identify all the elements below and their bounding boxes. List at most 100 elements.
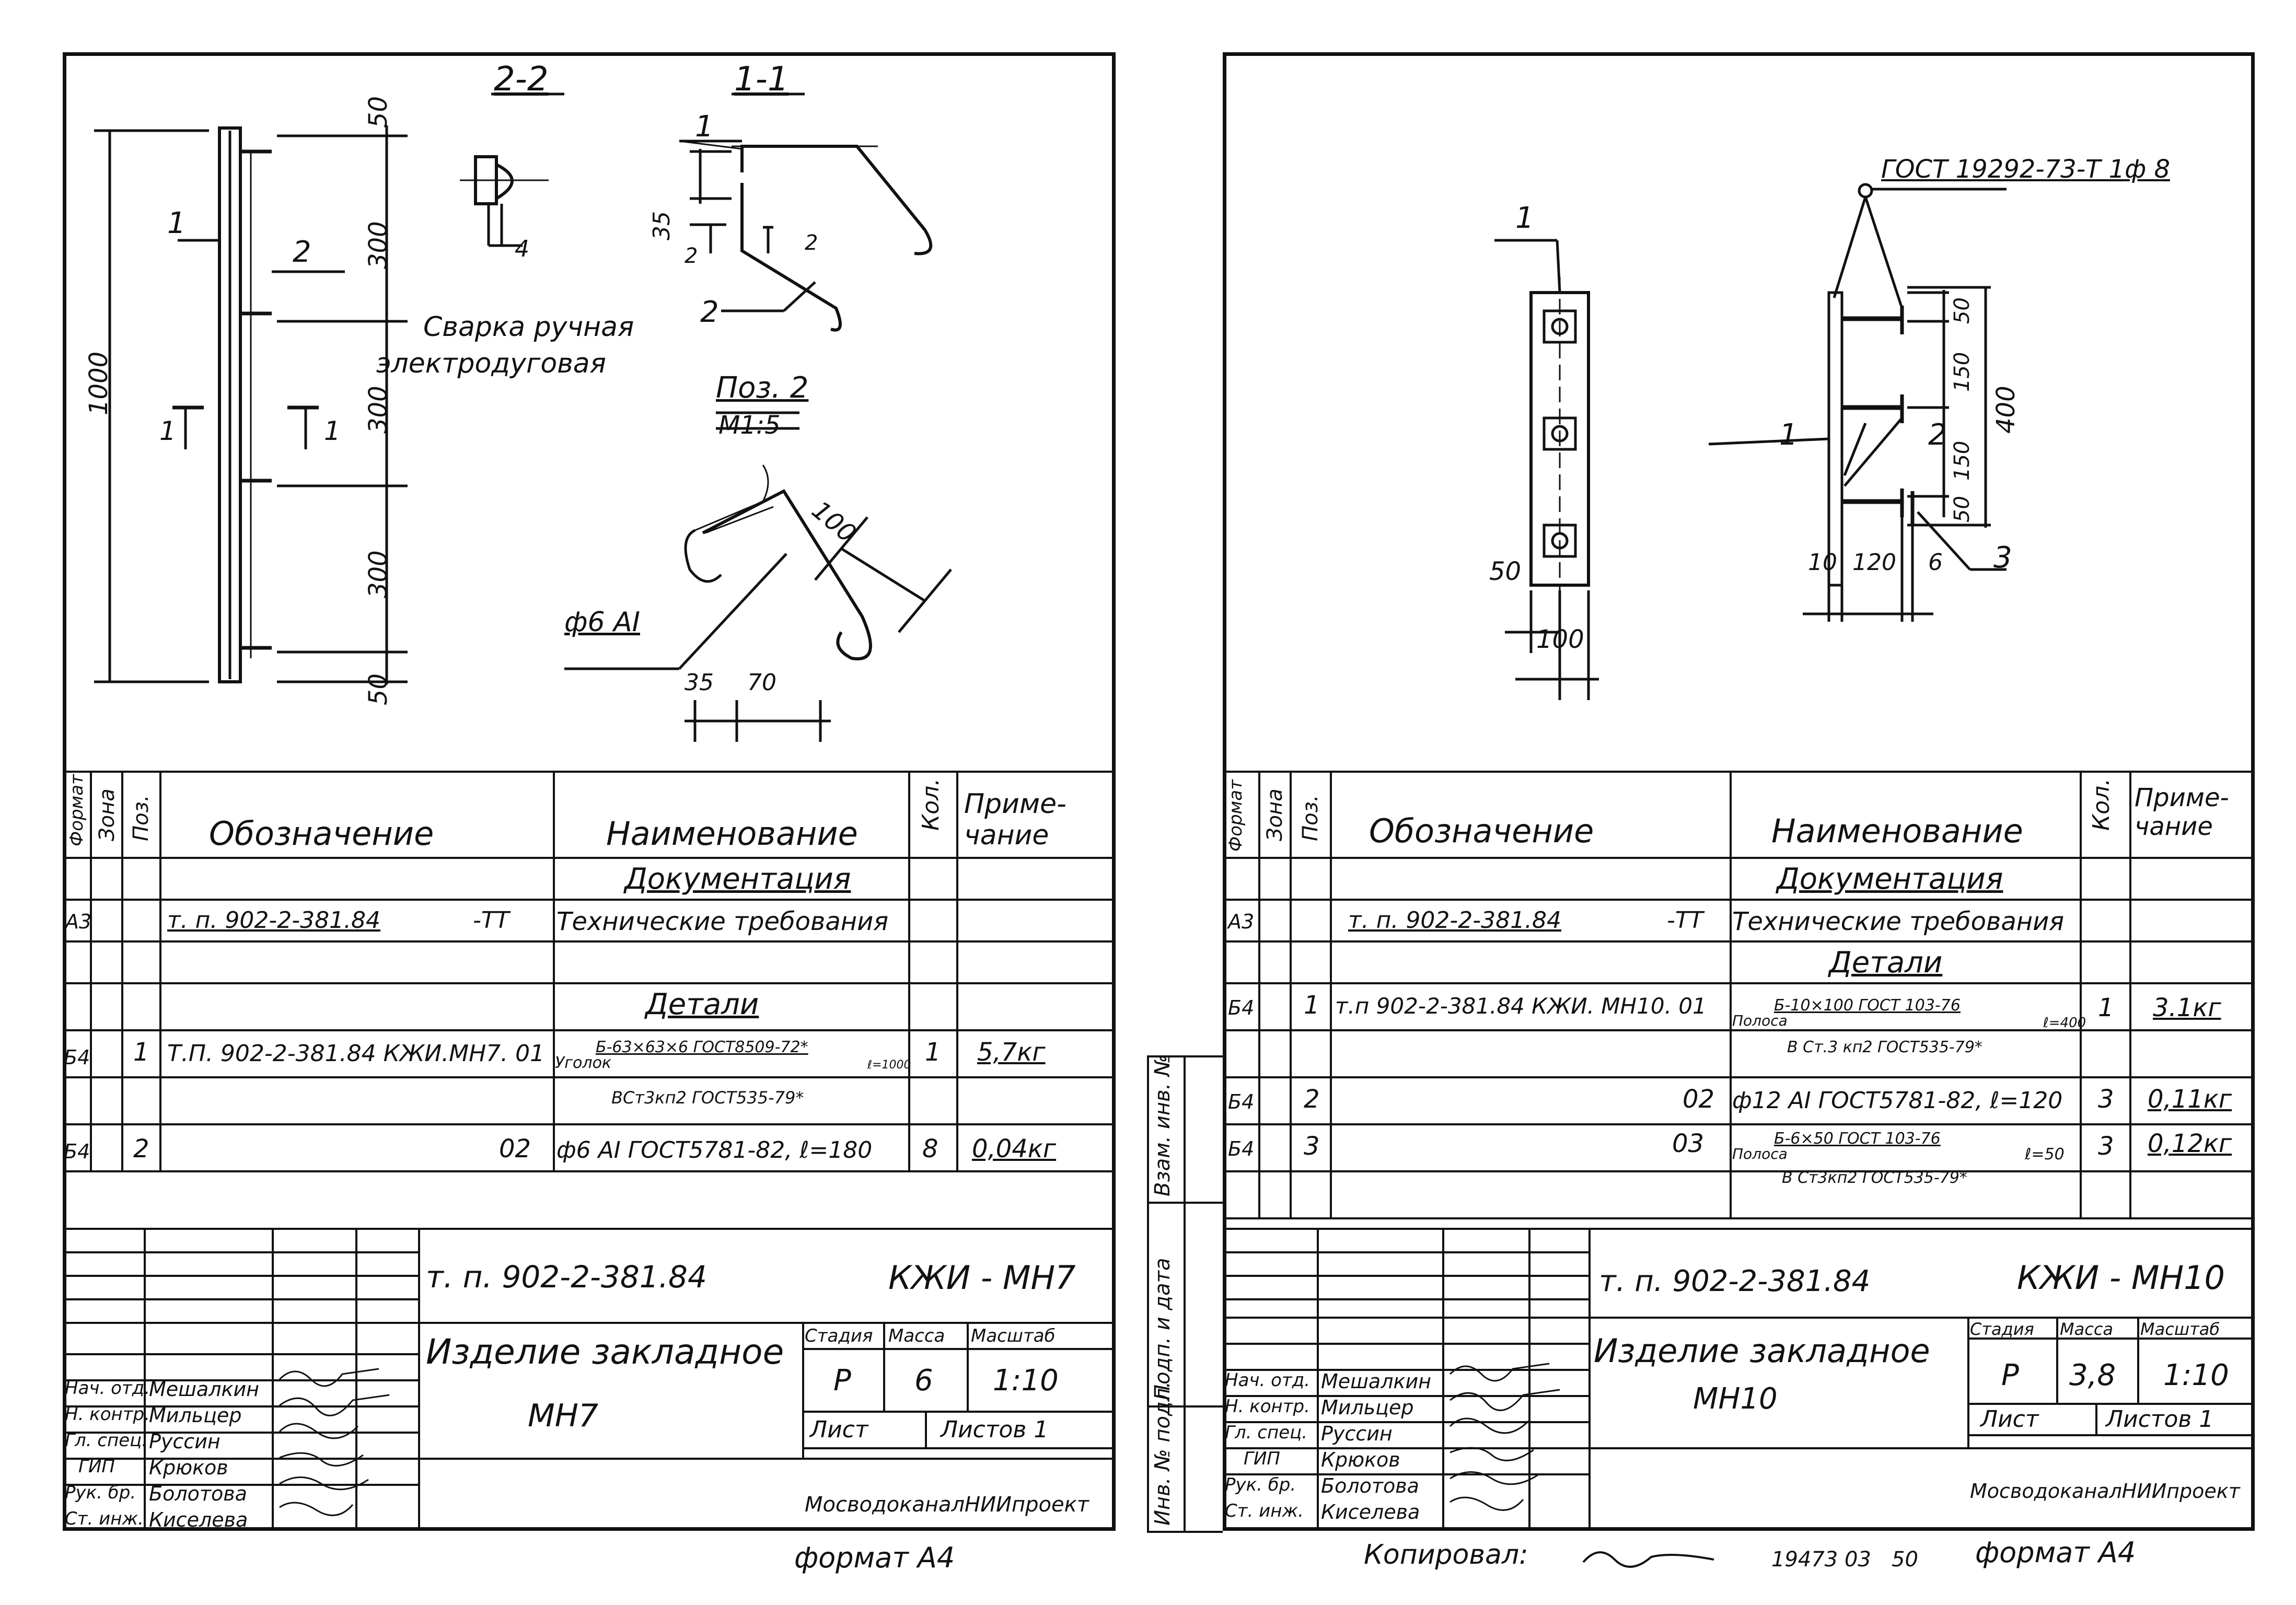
left-spec-top-line [63, 771, 1116, 773]
right-side-label-replace: Взам. инв. № [1151, 1054, 1175, 1196]
left-spec-row1-format: Б4 [64, 1046, 90, 1069]
right-leader-1-side: 1 [1779, 418, 1798, 452]
right-side-label-sign: Подп. и дата [1151, 1258, 1175, 1400]
right-dim-400: 400 [1991, 386, 2021, 434]
left-pos-2-label: Поз. 2 [716, 371, 809, 405]
left-leader-2: 2 [293, 235, 311, 269]
right-stamp-scale: 1:10 [2163, 1358, 2229, 1392]
right-spec-row3-note: 0,12кг [2148, 1129, 2232, 1158]
right-spec-header-designation: Обозначение [1369, 812, 1594, 850]
right-spec-row2-pos: 2 [1304, 1085, 1320, 1114]
right-spec-row1-format: Б4 [1228, 996, 1255, 1019]
right-spec-top-line [1223, 771, 2255, 773]
left-dim-4: 4 [515, 236, 529, 262]
right-stamp-sheets-label: Листов 1 [2106, 1406, 2214, 1433]
left-dim-50-top: 50 [364, 96, 393, 128]
left-spec-doc-name: Технические требования [556, 907, 889, 936]
left-sec-t2: 2 [685, 244, 698, 268]
left-stamp-sheet-label: Лист [810, 1416, 868, 1443]
right-spec-section-parts: Детали [1829, 946, 1943, 980]
right-spec-header-zone: Зона [1263, 788, 1287, 841]
left-stamp-name-2: Мильцер [149, 1404, 242, 1427]
left-stamp-name-3: Руссин [149, 1430, 221, 1453]
right-sheet-left-band [1147, 1055, 1149, 1531]
left-stamp-title1: Изделие закладное [426, 1332, 784, 1372]
right-spec-row2-format: Б4 [1228, 1090, 1255, 1113]
right-spec-row1-name1c: ℓ=400 [2043, 1015, 2086, 1031]
left-stamp-col-mass: Масса [888, 1325, 945, 1346]
left-stamp-role-5: Рук. бр. [65, 1482, 136, 1503]
left-spec-row1-name1b: Б-63×63×6 ГОСТ8509-72* [596, 1038, 808, 1056]
left-stamp-sheets-label: Листов 1 [941, 1416, 1049, 1443]
left-stamp-role-2: Н. контр. [65, 1404, 150, 1425]
left-format-label: формат А4 [794, 1541, 955, 1574]
left-spec-header-name: Наименование [606, 815, 858, 853]
left-spec-section-parts: Детали [645, 987, 759, 1021]
right-stamp-role-5: Рук. бр. [1225, 1474, 1296, 1495]
right-stamp-title2: МН10 [1693, 1382, 1778, 1416]
right-dim-120: 120 [1852, 549, 1896, 576]
right-stamp-role-6: Ст. инж. [1225, 1501, 1304, 1521]
right-spec-row1-name2: В Ст.3 кп2 ГОСТ535-79* [1787, 1038, 1982, 1056]
left-stamp-col-stage: Стадия [805, 1325, 873, 1346]
left-dim-300-b: 300 [364, 386, 393, 434]
right-spec-row3-format: Б4 [1228, 1137, 1255, 1160]
left-spec-header-designation: Обозначение [209, 815, 434, 853]
left-spec-row1-name1: Уголок [555, 1054, 612, 1072]
left-spec-row2-note: 0,04кг [972, 1134, 1057, 1164]
right-dim-50: 50 [1489, 557, 1522, 586]
right-spec-header-format: Формат [1225, 780, 1246, 852]
right-spec-header-qty: Кол. [2088, 778, 2115, 831]
left-bar-dim-70: 70 [747, 669, 776, 696]
right-spec-doc-format: А3 [1228, 910, 1255, 933]
right-spec-row2-note: 0,11кг [2148, 1085, 2232, 1114]
left-dim-300-a: 300 [364, 221, 393, 269]
left-spec-header-qty: Кол. [918, 778, 944, 831]
right-spec-header-note: Приме-чание [2135, 783, 2229, 842]
left-stamp-name-1: Мешалкин [149, 1378, 260, 1401]
left-spec-header-format: Формат [66, 774, 87, 846]
left-weld-note-line1: Сварка ручная [423, 311, 634, 343]
right-spec-row2-designation: 02 [1683, 1085, 1715, 1114]
left-stamp-name-5: Болотова [149, 1482, 247, 1505]
left-pos-2-scale: М1:5 [718, 411, 781, 440]
right-spec-row1-qty: 1 [2098, 993, 2114, 1022]
copier-signature [1582, 1551, 1714, 1568]
left-spec-row1-name2: ВСт3кп2 ГОСТ535-79* [611, 1088, 804, 1108]
right-stamp-stage: Р [2001, 1358, 2019, 1392]
right-spec-row1-note: 3.1кг [2153, 993, 2221, 1022]
right-stamp-title1: Изделие закладное [1594, 1332, 1930, 1370]
right-spec-row3-name1b: Б-6×50 ГОСТ 103-76 [1774, 1130, 1941, 1148]
left-dim-1000: 1000 [84, 351, 113, 415]
left-spec-header-zone: Зона [95, 788, 119, 841]
right-spec-doc-suffix: -ТТ [1667, 907, 1703, 934]
left-spec-row1-designation: Т.П. 902-2-381.84 КЖИ.МН7. 01 [167, 1040, 545, 1067]
left-stamp-role-6: Ст. инж. [65, 1508, 144, 1529]
left-dim-50-bot: 50 [364, 673, 393, 705]
right-drawing-embedded-item-mn10 [1494, 183, 2007, 700]
right-stamp-role-4: ГИП [1244, 1448, 1280, 1469]
left-spec-row2-qty: 8 [922, 1134, 938, 1164]
left-dim-35: 35 [648, 211, 675, 240]
right-stamp-name-5: Болотова [1321, 1474, 1419, 1497]
right-archive-number: 19473 03 [1771, 1548, 1871, 1572]
left-spec-row1-note: 5,7кг [977, 1038, 1046, 1067]
left-cut-1b: 1 [324, 416, 341, 446]
left-spec-header-pos: Поз. [129, 795, 153, 841]
right-stamp-role-1: Нач. отд. [1225, 1370, 1311, 1391]
left-spec-section-docs: Документация [624, 862, 851, 896]
right-stamp-sheet-code: КЖИ - МН10 [2017, 1259, 2225, 1297]
right-stamp-name-1: Мешалкин [1321, 1370, 1432, 1393]
left-spec-row1-name1c: ℓ=1000 [867, 1059, 911, 1072]
left-spec-row1-pos: 1 [133, 1038, 149, 1067]
right-dim-10: 10 [1808, 549, 1837, 576]
left-spec-row2-format: Б4 [64, 1140, 90, 1163]
left-stamp-stage: Р [833, 1364, 851, 1398]
right-spec-row3-designation: 03 [1672, 1129, 1704, 1158]
left-stamp-mass: 6 [914, 1364, 933, 1398]
right-dim-6: 6 [1928, 549, 1943, 576]
left-bar-dim-35: 35 [685, 669, 714, 696]
left-stamp-col-scale: Масштаб [971, 1325, 1056, 1346]
left-sec-t2b: 2 [805, 231, 818, 255]
right-spec-row3-name1: Полоса [1732, 1145, 1788, 1162]
